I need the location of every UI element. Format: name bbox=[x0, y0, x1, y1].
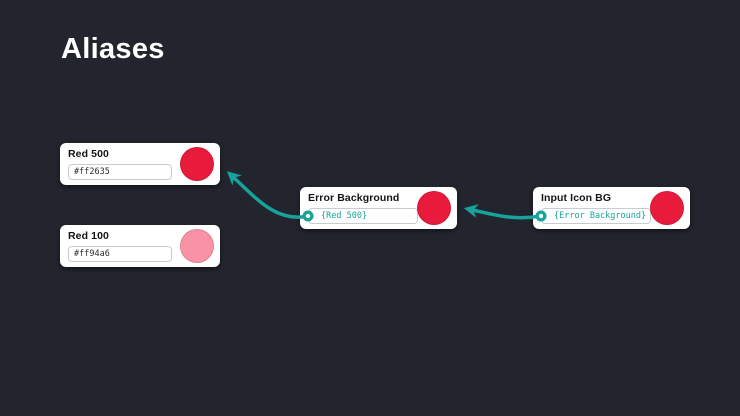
alias-arrow-input-icon-bg-to-error-background bbox=[463, 204, 543, 220]
token-alias-text: {Red 500} bbox=[321, 211, 368, 221]
token-alias-text: {Error Background} bbox=[554, 211, 647, 221]
token-card-input-icon-bg[interactable]: Input Icon BG {Error Background} bbox=[533, 187, 690, 229]
token-card-red-500[interactable]: Red 500 #ff2635 bbox=[60, 143, 220, 185]
token-value-text: #ff94a6 bbox=[74, 249, 110, 259]
token-alias-input[interactable]: {Red 500} bbox=[308, 208, 418, 224]
token-value-input[interactable]: #ff94a6 bbox=[68, 246, 172, 262]
token-title: Red 500 bbox=[68, 148, 109, 160]
page-title: Aliases bbox=[61, 33, 165, 65]
token-alias-input[interactable]: {Error Background} bbox=[541, 208, 651, 224]
color-swatch[interactable] bbox=[180, 147, 214, 181]
token-value-input[interactable]: #ff2635 bbox=[68, 164, 172, 180]
token-title: Error Background bbox=[308, 192, 400, 204]
color-swatch[interactable] bbox=[650, 191, 684, 225]
token-value-text: #ff2635 bbox=[74, 167, 110, 177]
color-swatch[interactable] bbox=[417, 191, 451, 225]
alias-arrow-error-background-to-red-500 bbox=[226, 171, 310, 219]
token-title: Red 100 bbox=[68, 230, 109, 242]
color-swatch[interactable] bbox=[180, 229, 214, 263]
token-title: Input Icon BG bbox=[541, 192, 612, 204]
token-card-error-background[interactable]: Error Background {Red 500} bbox=[300, 187, 457, 229]
token-card-red-100[interactable]: Red 100 #ff94a6 bbox=[60, 225, 220, 267]
